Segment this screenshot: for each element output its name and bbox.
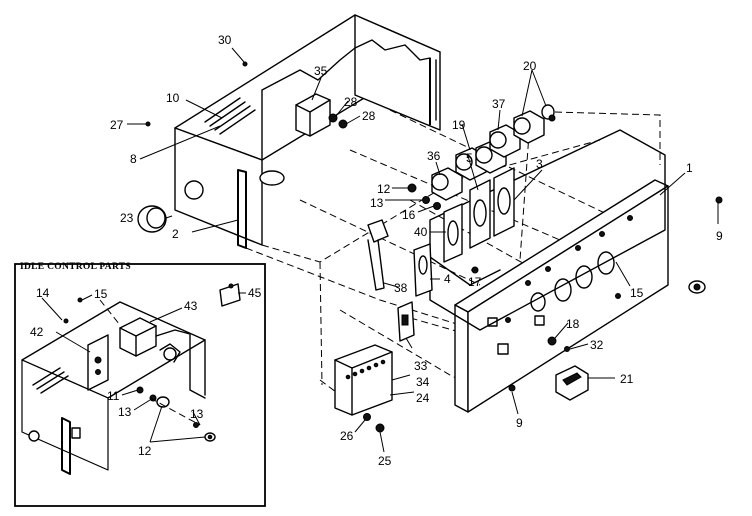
idle-control-inset [14, 263, 266, 507]
label-9-bottom: 9 [516, 416, 523, 430]
label-27: 27 [110, 118, 124, 132]
callout-labels: IDLE CONTROL PARTS 1 2 3 4 5 8 9 9 10 11… [20, 33, 723, 468]
socket-20 [513, 104, 556, 144]
label-19: 19 [452, 118, 466, 132]
label-40: 40 [414, 225, 428, 239]
label-42: 42 [30, 325, 44, 339]
label-15: 15 [630, 286, 644, 300]
rocker-switch-21 [555, 365, 589, 401]
label-3: 3 [536, 157, 543, 171]
label-23: 23 [120, 211, 134, 225]
label-8: 8 [130, 152, 137, 166]
label-1: 1 [686, 161, 693, 175]
label-13-inset-b: 13 [190, 407, 204, 421]
nut-25 [375, 423, 385, 433]
module-35 [295, 93, 348, 137]
socket-37 [489, 124, 521, 158]
screws [145, 61, 723, 392]
label-4: 4 [444, 272, 451, 286]
label-5: 5 [466, 151, 473, 165]
label-24: 24 [416, 391, 430, 405]
knob-23 [137, 205, 167, 233]
socket-19 [455, 140, 507, 181]
label-10: 10 [166, 91, 180, 105]
label-33: 33 [414, 359, 428, 373]
label-38: 38 [394, 281, 408, 295]
bracket-4 [413, 243, 433, 297]
wire-harness-38 [367, 219, 389, 291]
switch-40 [443, 203, 463, 263]
label-15-inset: 15 [94, 287, 108, 301]
label-30: 30 [218, 33, 232, 47]
label-32: 32 [590, 338, 604, 352]
label-28-b: 28 [362, 109, 376, 123]
leader-lines [127, 47, 719, 453]
label-13-inset-a: 13 [118, 405, 132, 419]
label-17: 17 [468, 275, 482, 289]
label-43: 43 [184, 299, 198, 313]
label-25: 25 [378, 454, 392, 468]
rear-plate [419, 129, 666, 331]
label-21: 21 [620, 372, 634, 386]
inset-title: IDLE CONTROL PARTS [20, 262, 131, 272]
switch-33 [397, 301, 415, 342]
label-26: 26 [340, 429, 354, 443]
label-37: 37 [492, 97, 506, 111]
label-14: 14 [36, 286, 50, 300]
circuit-board-24 [334, 344, 393, 416]
housing-box [174, 14, 441, 249]
label-36: 36 [427, 149, 441, 163]
socket-36 [431, 167, 463, 201]
label-11: 11 [107, 389, 120, 403]
label-9-right: 9 [716, 229, 723, 243]
label-12: 12 [377, 182, 391, 196]
label-28-a: 28 [344, 95, 358, 109]
label-12-inset: 12 [138, 444, 152, 458]
nut-26 [363, 413, 371, 421]
front-panel [454, 179, 669, 413]
switch-5 [469, 179, 491, 249]
label-16: 16 [402, 208, 416, 222]
label-35: 35 [314, 64, 328, 78]
label-18: 18 [566, 317, 580, 331]
label-34: 34 [416, 375, 430, 389]
label-2: 2 [172, 227, 179, 241]
label-45: 45 [248, 286, 262, 300]
label-20: 20 [523, 59, 537, 73]
switch-3 [493, 167, 515, 237]
label-13: 13 [370, 196, 384, 210]
